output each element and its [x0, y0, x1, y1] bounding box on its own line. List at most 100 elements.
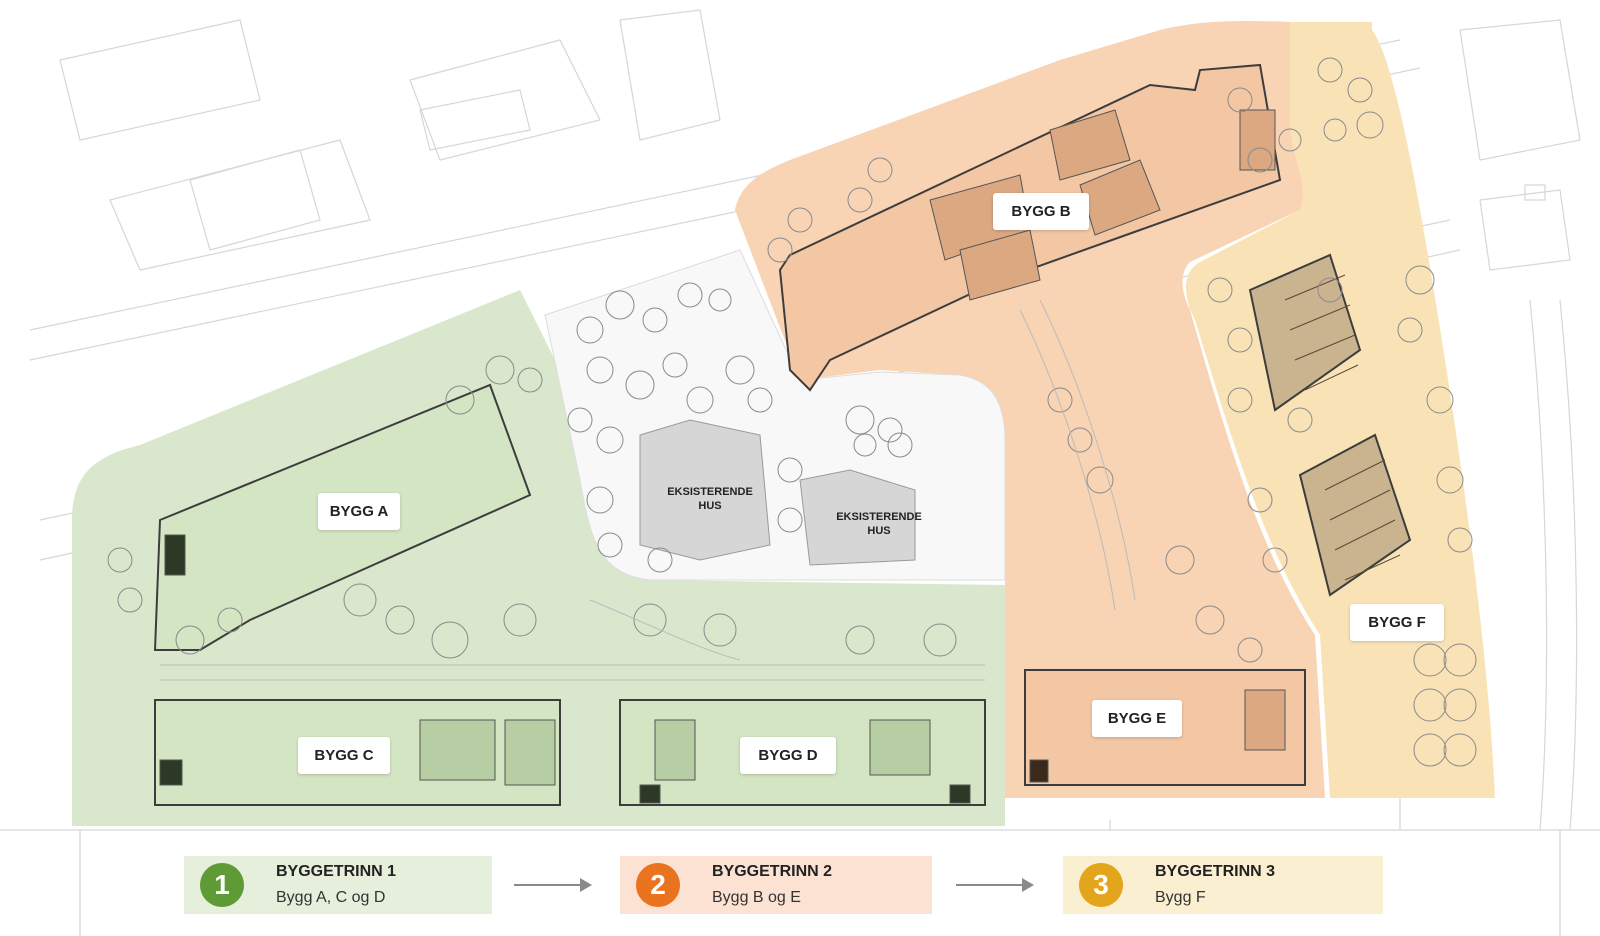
tree-icon — [517, 367, 543, 393]
tree-icon — [1443, 643, 1477, 677]
phase-2-number: 2 — [636, 863, 680, 907]
tree-icon — [703, 613, 737, 647]
tree-icon — [1413, 688, 1447, 722]
tree-icon — [1227, 387, 1253, 413]
tree-icon — [923, 623, 957, 657]
tree-icon — [567, 407, 593, 433]
tree-icon — [1227, 327, 1253, 353]
tree-icon — [1237, 637, 1263, 663]
existing-house-2-line2: HUS — [867, 525, 891, 537]
tree-icon — [787, 207, 813, 233]
trees — [107, 57, 1477, 767]
tree-icon — [686, 386, 714, 414]
tree-icon — [662, 352, 688, 378]
tree-icon — [777, 457, 803, 483]
tree-icon — [586, 486, 614, 514]
label-bygg-d: BYGG D — [740, 737, 836, 774]
tree-icon — [1207, 277, 1233, 303]
tree-icon — [1436, 466, 1464, 494]
tree-icon — [431, 621, 469, 659]
tree-icon — [867, 157, 893, 183]
phase-1-title: BYGGETRINN 1 — [276, 863, 397, 880]
tree-icon — [777, 507, 803, 533]
tree-icon — [385, 605, 415, 635]
legend-phase-3: 3 BYGGETRINN 3 Bygg F — [1063, 856, 1383, 914]
tree-icon — [1405, 265, 1435, 295]
tree-icon — [1195, 605, 1225, 635]
legend-phase-2: 2 BYGGETRINN 2 Bygg B og E — [620, 856, 932, 914]
tree-icon — [747, 387, 773, 413]
existing-house-2-line1: EKSISTERENDE — [836, 511, 922, 523]
phase-3-title: BYGGETRINN 3 — [1155, 863, 1276, 880]
tree-icon — [1413, 733, 1447, 767]
tree-icon — [1397, 317, 1423, 343]
phase-2-subtitle: Bygg B og E — [712, 889, 801, 906]
label-bygg-e: BYGG E — [1092, 700, 1182, 737]
existing-house-1-line2: HUS — [698, 500, 722, 512]
tree-icon — [1443, 733, 1477, 767]
tree-icon — [1317, 277, 1343, 303]
tree-icon — [1426, 386, 1454, 414]
existing-houses — [639, 419, 916, 566]
phase-3-subtitle: Bygg F — [1155, 889, 1206, 906]
tree-icon — [1347, 77, 1373, 103]
arrow-right-icon — [514, 878, 592, 892]
tree-icon — [625, 370, 655, 400]
building-details-phase-2 — [929, 109, 1286, 783]
tree-icon — [445, 385, 475, 415]
tree-icon — [1317, 57, 1343, 83]
label-bygg-c: BYGG C — [298, 737, 390, 774]
tree-icon — [642, 307, 668, 333]
tree-icon — [877, 417, 903, 443]
phase-2-title: BYGGETRINN 2 — [712, 863, 833, 880]
tree-icon — [845, 405, 875, 435]
tree-icon — [1165, 545, 1195, 575]
tree-icon — [1227, 87, 1253, 113]
legend-phase-1: 1 BYGGETRINN 1 Bygg A, C og D — [184, 856, 492, 914]
tree-icon — [343, 583, 377, 617]
site-paths — [160, 299, 1136, 681]
tree-icon — [217, 607, 243, 633]
tree-icon — [107, 547, 133, 573]
label-bygg-b: BYGG B — [993, 193, 1089, 230]
tree-icon — [576, 316, 604, 344]
tree-icon — [1443, 688, 1477, 722]
tree-icon — [117, 587, 143, 613]
tree-icon — [485, 355, 515, 385]
tree-icon — [1262, 547, 1288, 573]
tree-icon — [1323, 118, 1347, 142]
tree-icon — [1247, 147, 1273, 173]
tree-icon — [847, 187, 873, 213]
tree-icon — [887, 432, 913, 458]
label-existing-house-1: EKSISTERENDE HUS — [660, 485, 760, 513]
tree-icon — [725, 355, 755, 385]
tree-icon — [605, 290, 635, 320]
tree-icon — [1278, 128, 1302, 152]
tree-icon — [1413, 643, 1447, 677]
tree-icon — [597, 532, 623, 558]
building-details-phase-1 — [159, 534, 971, 804]
tree-icon — [1067, 427, 1093, 453]
building-details-phase-3 — [1284, 274, 1401, 581]
tree-icon — [633, 603, 667, 637]
tree-icon — [1287, 407, 1313, 433]
tree-icon — [708, 288, 732, 312]
tree-icon — [677, 282, 703, 308]
tree-icon — [1047, 387, 1073, 413]
phase-1-number: 1 — [200, 863, 244, 907]
tree-icon — [1356, 111, 1384, 139]
tree-icon — [503, 603, 537, 637]
tree-icon — [586, 356, 614, 384]
existing-house-1-line1: EKSISTERENDE — [667, 486, 753, 498]
tree-icon — [1086, 466, 1114, 494]
label-existing-house-2: EKSISTERENDE HUS — [829, 510, 929, 538]
tree-icon — [1447, 527, 1473, 553]
tree-icon — [853, 433, 877, 457]
buildings-phase-3 — [1248, 253, 1412, 597]
label-bygg-f: BYGG F — [1350, 604, 1444, 641]
tree-icon — [767, 237, 793, 263]
tree-icon — [596, 426, 624, 454]
phase-1-subtitle: Bygg A, C og D — [276, 889, 386, 906]
